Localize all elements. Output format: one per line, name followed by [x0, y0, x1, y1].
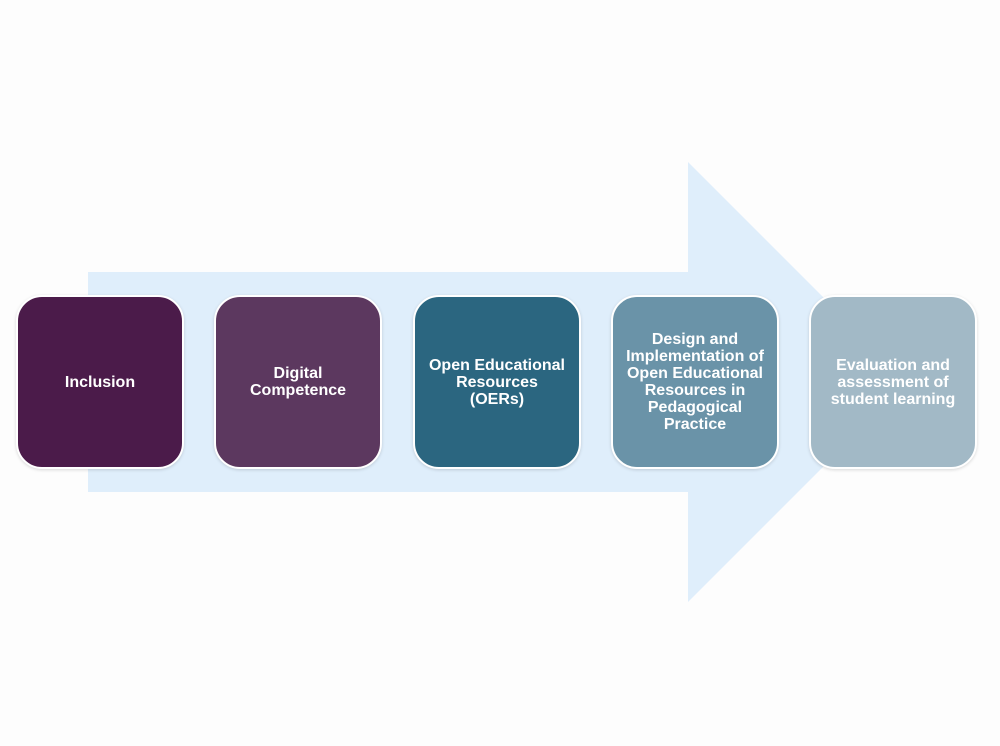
step-design-implementation: Design and Implementation of Open Educat… — [611, 295, 779, 469]
step-digital-competence: Digital Competence — [214, 295, 382, 469]
step-evaluation-label: Evaluation and assessment of student lea… — [830, 356, 956, 408]
step-evaluation: Evaluation and assessment of student lea… — [809, 295, 977, 469]
step-oers-label: Open Educational Resources (OERs) — [428, 356, 565, 408]
step-oers: Open Educational Resources (OERs) — [413, 295, 581, 469]
step-digital-competence-label: Digital Competence — [249, 365, 347, 399]
step-inclusion: Inclusion — [16, 295, 184, 469]
step-design-implementation-label: Design and Implementation of Open Educat… — [626, 331, 764, 433]
step-inclusion-label: Inclusion — [64, 373, 136, 391]
